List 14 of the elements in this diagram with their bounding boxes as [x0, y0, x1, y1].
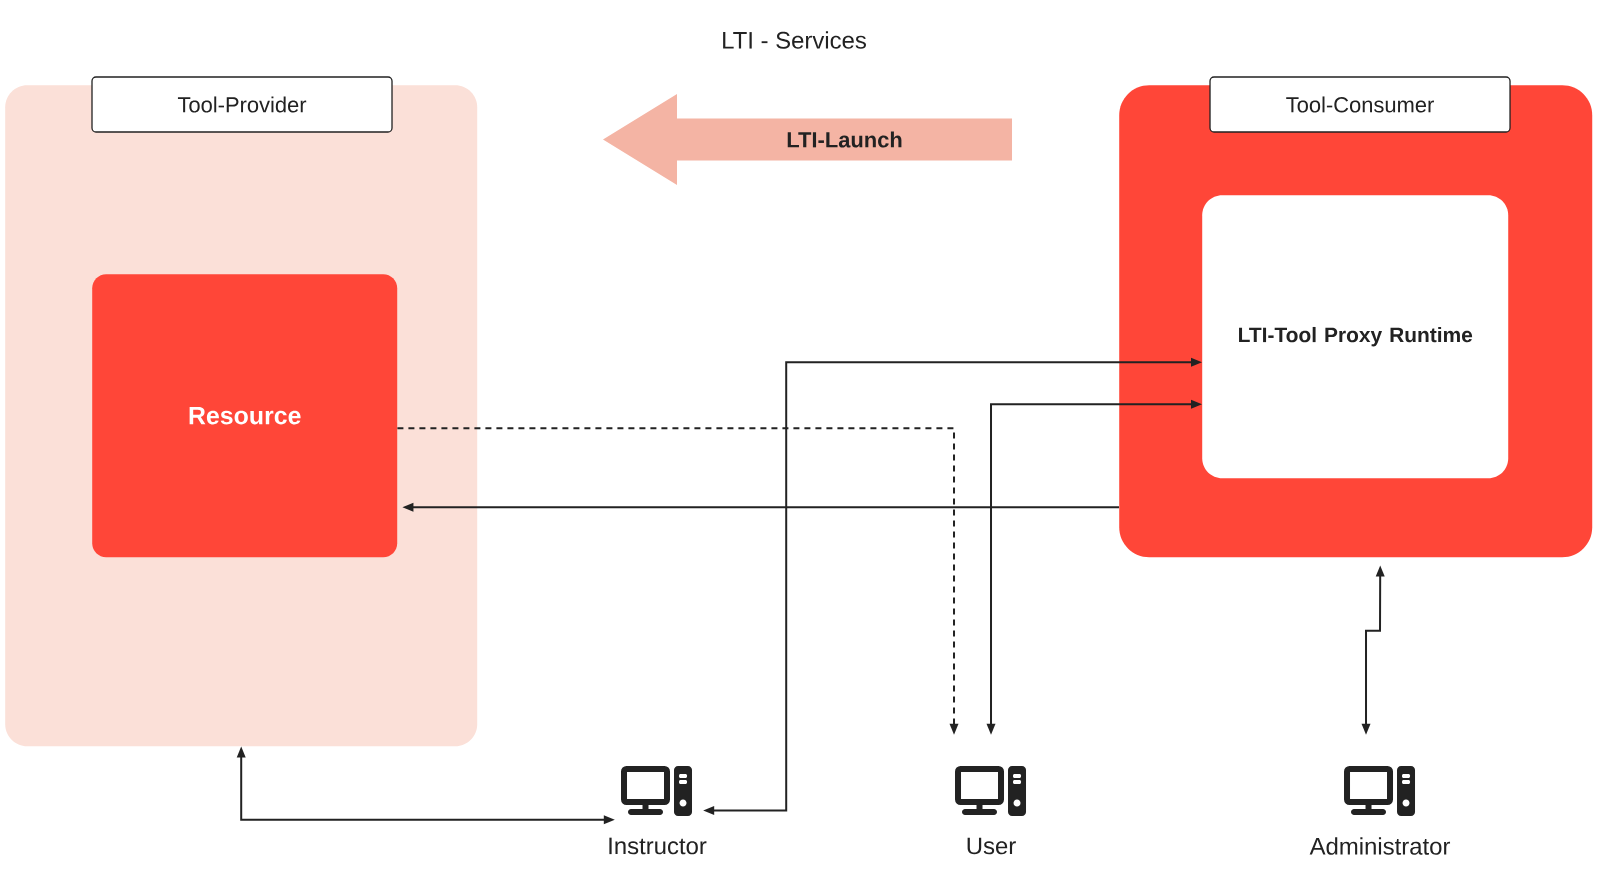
- arrow: [402, 502, 1120, 512]
- double-arrow: [986, 399, 1202, 735]
- double-arrow: [236, 746, 615, 825]
- double-arrow: [1361, 565, 1385, 735]
- process-box: LTI-Tool Proxy Runtime: [1202, 195, 1509, 479]
- title: LTI - Services: [723, 31, 866, 49]
- process-box: Resource: [92, 274, 398, 558]
- header-box: Tool-Provider: [91, 76, 393, 133]
- icon-label: Instructor: [609, 837, 707, 855]
- arrow: [396, 427, 959, 735]
- icon-label: Administrator: [1309, 837, 1451, 855]
- header-box: Tool-Consumer: [1209, 76, 1511, 133]
- icon-label: User: [967, 837, 1016, 855]
- double-arrow: [703, 357, 1202, 815]
